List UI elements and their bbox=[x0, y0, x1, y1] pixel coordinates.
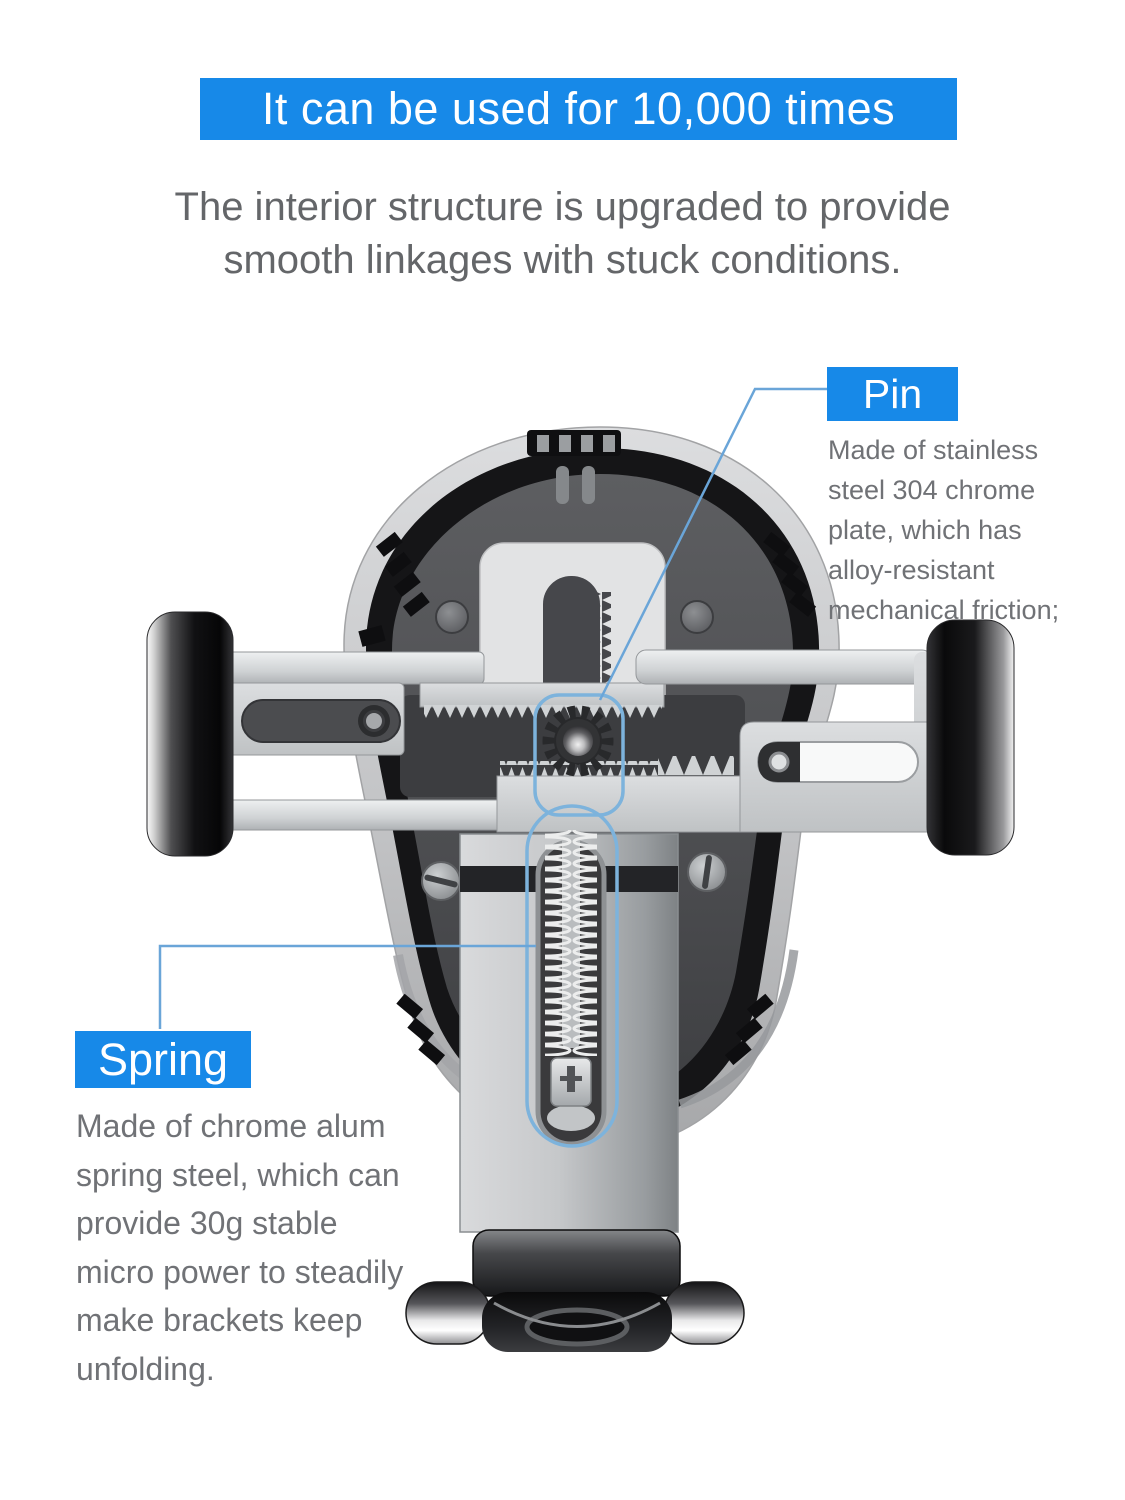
rack-upper bbox=[419, 682, 665, 719]
spring-desc-line: Made of chrome alum bbox=[76, 1108, 386, 1144]
foot-wing-left bbox=[405, 1281, 491, 1345]
pin-desc-line: mechanical friction; bbox=[828, 595, 1060, 625]
pin-highlight-box bbox=[533, 693, 625, 817]
left-arm-pin bbox=[363, 710, 385, 732]
spring-callout-description: Made of chrome alum spring steel, which … bbox=[76, 1102, 403, 1393]
clamp-pad-right bbox=[926, 619, 1015, 856]
clamp-arm-right bbox=[635, 649, 933, 833]
headline-banner: It can be used for 10,000 times bbox=[200, 78, 957, 140]
spring-coil bbox=[545, 830, 597, 1056]
pin-desc-line: alloy-resistant bbox=[828, 555, 995, 585]
pin-leader-line bbox=[598, 387, 828, 701]
mount-foot bbox=[405, 1229, 745, 1352]
top-comb bbox=[527, 430, 621, 456]
hanger-drips bbox=[556, 466, 595, 504]
gear-pin-hole bbox=[563, 726, 593, 756]
pin-callout-label: Pin bbox=[827, 367, 958, 421]
right-arm-pin bbox=[768, 751, 790, 773]
pinion-gear bbox=[542, 705, 614, 777]
spring-desc-line: micro power to steadily bbox=[76, 1253, 404, 1290]
center-plate bbox=[479, 542, 666, 719]
inner-ring-arc-right bbox=[678, 949, 799, 1109]
clamp-pad-left bbox=[146, 611, 234, 857]
subtitle-line: The interior structure is upgraded to pr… bbox=[174, 185, 951, 229]
spring-callout-label: Spring bbox=[75, 1031, 251, 1088]
spring-desc-line: spring steel, which can bbox=[76, 1156, 400, 1193]
foot-wing-right bbox=[663, 1281, 745, 1345]
clamp-arm-left bbox=[227, 651, 521, 831]
lower-screws bbox=[421, 852, 727, 901]
pin-desc-line: Made of stainless bbox=[828, 435, 1039, 465]
pin-callout-description: Made of stainless steel 304 chrome plate… bbox=[828, 430, 1059, 630]
spring-leader-line bbox=[158, 944, 536, 1029]
spring-desc-line: provide 30g stable bbox=[76, 1205, 338, 1241]
upper-screws bbox=[435, 600, 714, 634]
spring-plunger bbox=[550, 1057, 592, 1107]
left-arm-slot bbox=[241, 699, 401, 743]
subtitle-line: smooth linkages with stuck conditions. bbox=[223, 238, 902, 282]
spring-highlight-box bbox=[525, 804, 619, 1148]
spring-assembly bbox=[459, 830, 679, 1233]
ring-tabs bbox=[358, 531, 817, 1066]
spring-desc-line: make brackets keep bbox=[76, 1302, 363, 1338]
subtitle-text: The interior structure is upgraded to pr… bbox=[0, 181, 1125, 287]
spring-desc-line: unfolding. bbox=[76, 1350, 215, 1387]
pin-desc-line: steel 304 chrome bbox=[828, 475, 1036, 505]
pin-desc-line: plate, which has bbox=[828, 515, 1022, 545]
